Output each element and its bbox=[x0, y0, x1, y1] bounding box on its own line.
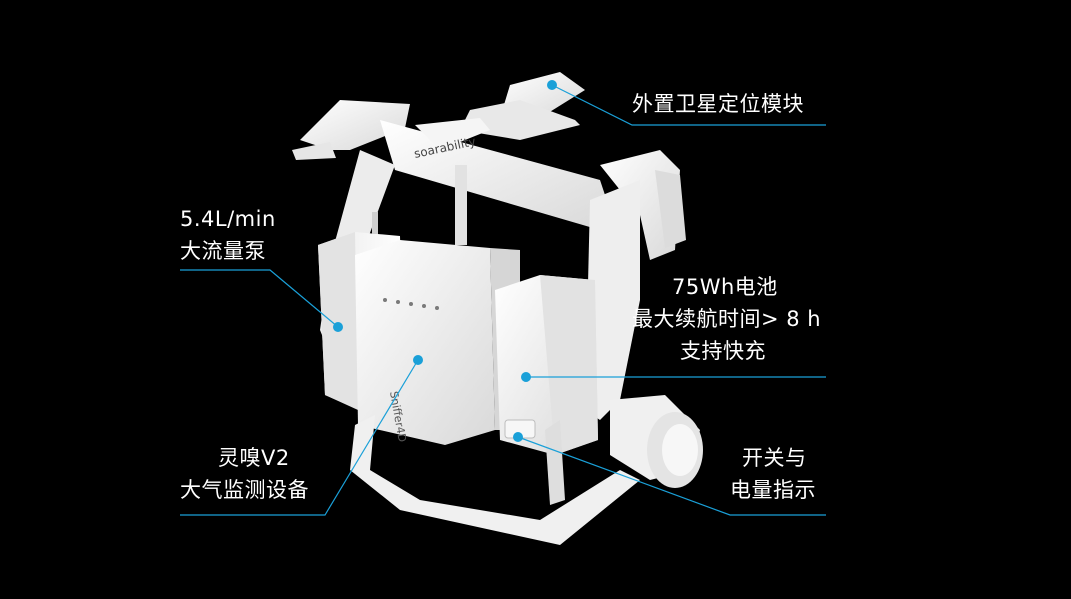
callout-battery-line-2: 最大续航时间> 8 h bbox=[632, 307, 822, 331]
callout-gnss: 外置卫星定位模块 bbox=[632, 88, 804, 120]
callout-pump-line-1: 5.4L/min bbox=[180, 207, 276, 231]
callout-gnss-line-1: 外置卫星定位模块 bbox=[632, 92, 804, 116]
leader-pump bbox=[180, 269, 339, 328]
leader-lines bbox=[180, 84, 826, 516]
sensor-unit: Sniffer4D bbox=[355, 240, 520, 445]
callout-battery-line-1: 75Wh电池 bbox=[672, 275, 778, 299]
bottom-cradle bbox=[350, 415, 640, 545]
dot-pump bbox=[333, 322, 343, 332]
battery-module bbox=[495, 275, 598, 455]
callout-pump-line-2: 大流量泵 bbox=[180, 239, 266, 263]
dot-gnss bbox=[547, 80, 557, 90]
leader-gnss bbox=[551, 84, 826, 126]
callout-battery: 75Wh电池 最大续航时间> 8 h 支持快充 bbox=[632, 271, 821, 367]
callout-switch-line-2: 电量指示 bbox=[730, 478, 816, 502]
callout-battery-line-3: 支持快充 bbox=[680, 339, 766, 363]
dot-battery bbox=[521, 372, 531, 382]
leader-dots bbox=[333, 80, 557, 442]
callout-sensor: 灵嗅V2 大气监测设备 bbox=[180, 442, 309, 506]
leader-sensor bbox=[180, 359, 419, 516]
dot-sensor bbox=[413, 355, 423, 365]
callout-sensor-line-2: 大气监测设备 bbox=[180, 478, 309, 502]
callout-switch-line-1: 开关与 bbox=[742, 446, 807, 470]
callout-pump: 5.4L/min 大流量泵 bbox=[180, 203, 276, 267]
callout-switch: 开关与 电量指示 bbox=[730, 442, 816, 506]
leader-switch bbox=[517, 436, 826, 516]
dot-switch bbox=[513, 432, 523, 442]
callout-sensor-line-1: 灵嗅V2 bbox=[218, 446, 290, 470]
side-frame bbox=[585, 180, 703, 488]
